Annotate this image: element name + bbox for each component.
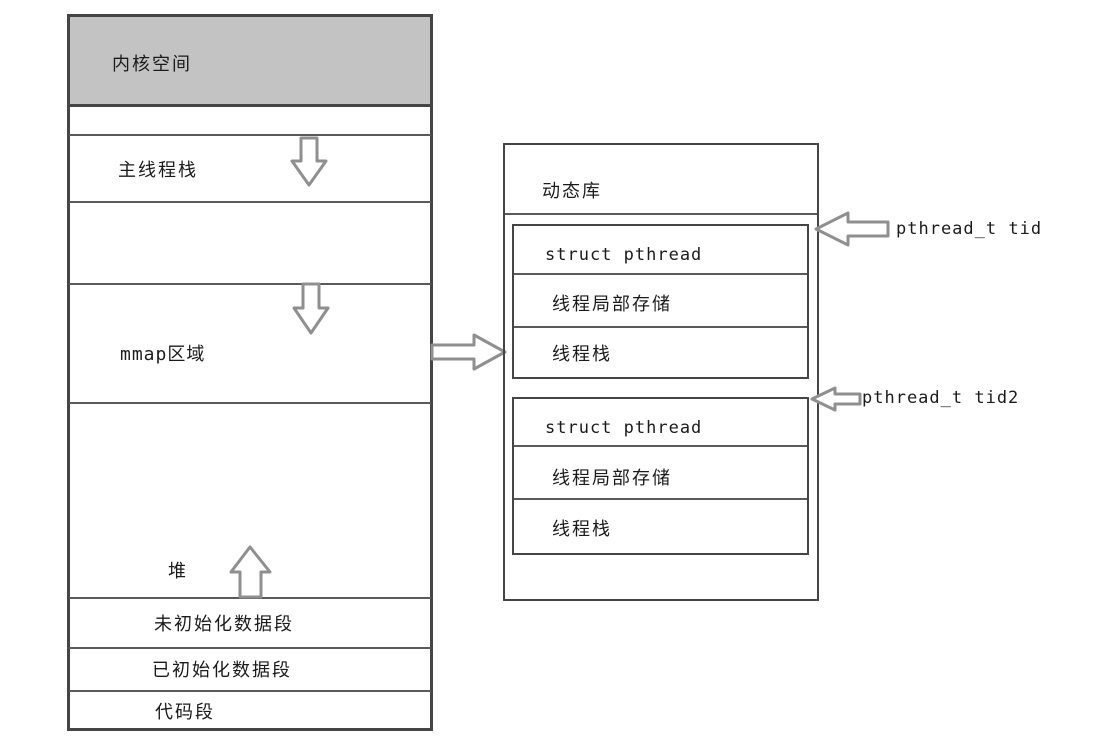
- down-arrow-icon: [292, 282, 330, 335]
- divider: [505, 213, 817, 215]
- dynamic-library-box: [503, 143, 819, 601]
- pthread-tid2-label: pthread_t tid2: [862, 388, 1020, 408]
- kernel-space-label: 内核空间: [112, 54, 192, 74]
- divider: [69, 690, 431, 692]
- thread2-tls-label: 线程局部存储: [552, 468, 672, 488]
- mmap-region-label: mmap区域: [120, 344, 206, 365]
- thread2-struct-pthread-label: struct pthread: [545, 418, 703, 438]
- thread2-stack-label: 线程栈: [552, 519, 612, 539]
- thread1-tls-label: 线程局部存储: [552, 294, 672, 314]
- down-arrow-icon: [290, 136, 328, 187]
- divider: [69, 134, 431, 136]
- left-arrow-icon: [814, 211, 890, 247]
- thread-block-1: [512, 224, 809, 379]
- left-arrow-icon: [810, 386, 862, 412]
- thread1-struct-pthread-label: struct pthread: [545, 245, 703, 265]
- initialized-data-segment-label: 已初始化数据段: [152, 660, 292, 680]
- main-thread-stack-label: 主线程栈: [118, 160, 198, 180]
- divider: [69, 402, 431, 404]
- divider: [69, 283, 431, 285]
- heap-label: 堆: [168, 561, 188, 581]
- thread-block-2: [512, 397, 809, 555]
- divider: [514, 498, 807, 500]
- up-arrow-icon: [229, 545, 272, 599]
- dynamic-library-label: 动态库: [542, 181, 602, 201]
- kernel-space-section: [70, 17, 430, 107]
- code-segment-label: 代码段: [155, 702, 215, 722]
- right-arrow-icon: [430, 333, 507, 371]
- divider: [69, 201, 431, 203]
- pthread-tid-label: pthread_t tid: [896, 219, 1043, 239]
- divider: [69, 647, 431, 649]
- process-address-space-box: [67, 14, 433, 731]
- divider: [514, 445, 807, 447]
- uninitialized-data-segment-label: 未初始化数据段: [154, 614, 294, 634]
- divider: [514, 273, 807, 275]
- divider: [514, 326, 807, 328]
- thread1-stack-label: 线程栈: [552, 344, 612, 364]
